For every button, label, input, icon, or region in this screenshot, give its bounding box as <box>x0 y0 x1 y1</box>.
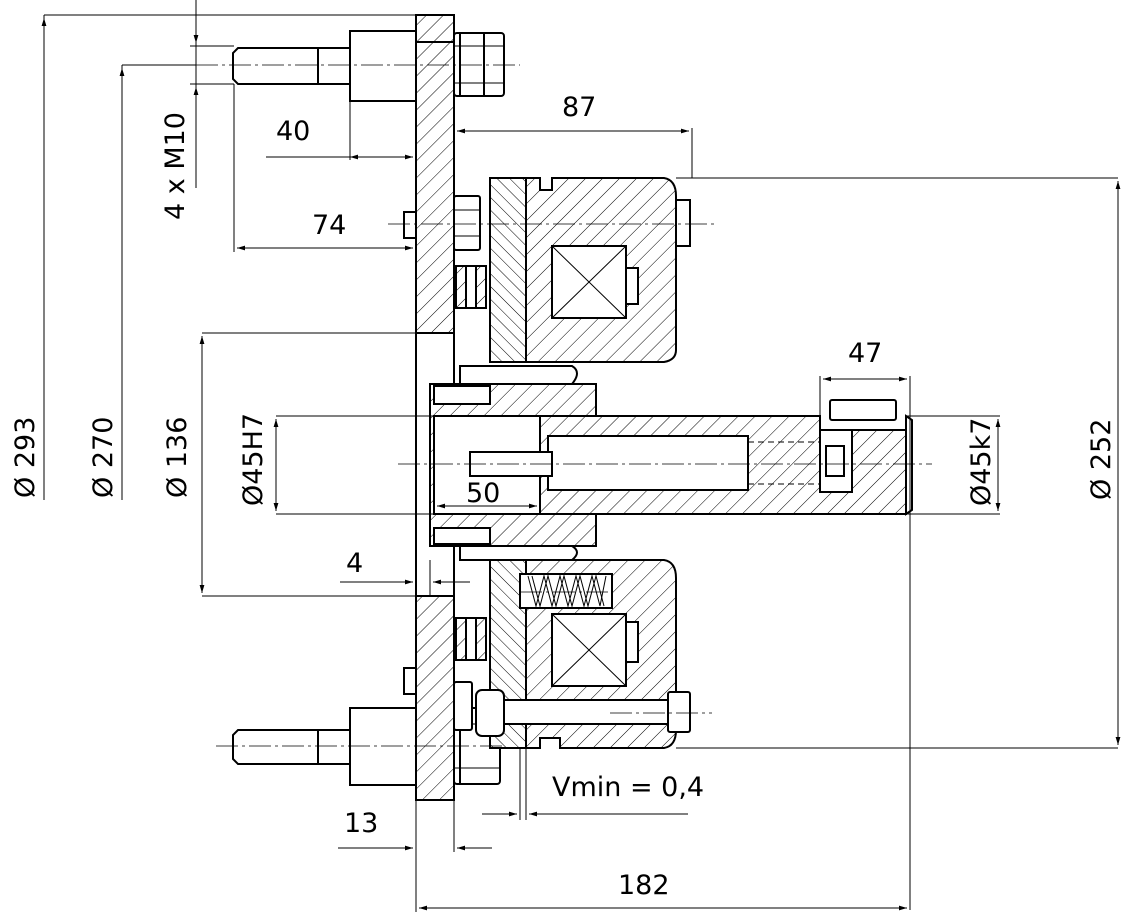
dim-diameter-293: Ø 293 <box>10 417 41 498</box>
dim-diameter-45H7: Ø45H7 <box>238 413 269 506</box>
dim-length-13: 13 <box>344 808 378 839</box>
dim-length-182: 182 <box>618 870 670 901</box>
center-lines <box>196 64 932 747</box>
dim-diameter-45k7: Ø45k7 <box>966 418 997 506</box>
dim-thread-m10: 4 x M10 <box>160 112 191 220</box>
flange-screws <box>403 195 481 731</box>
compression-spring <box>527 574 607 608</box>
dim-length-40: 40 <box>276 116 310 147</box>
dim-length-87: 87 <box>562 92 596 123</box>
dim-length-50: 50 <box>466 478 500 509</box>
top-stud-assembly <box>232 30 505 102</box>
coil-housing-upper <box>525 177 677 363</box>
dim-diameter-252: Ø 252 <box>1086 419 1117 500</box>
dim-length-74: 74 <box>312 210 346 241</box>
dim-diameter-136: Ø 136 <box>162 417 193 498</box>
dim-vmin: Vmin = 0,4 <box>552 772 704 803</box>
housing-screw <box>675 199 691 247</box>
dim-length-47: 47 <box>848 338 882 369</box>
dimension-lines <box>41 0 1121 912</box>
dim-length-4: 4 <box>346 548 363 579</box>
dim-diameter-270: Ø 270 <box>88 417 119 498</box>
housing-bolt <box>475 689 691 737</box>
